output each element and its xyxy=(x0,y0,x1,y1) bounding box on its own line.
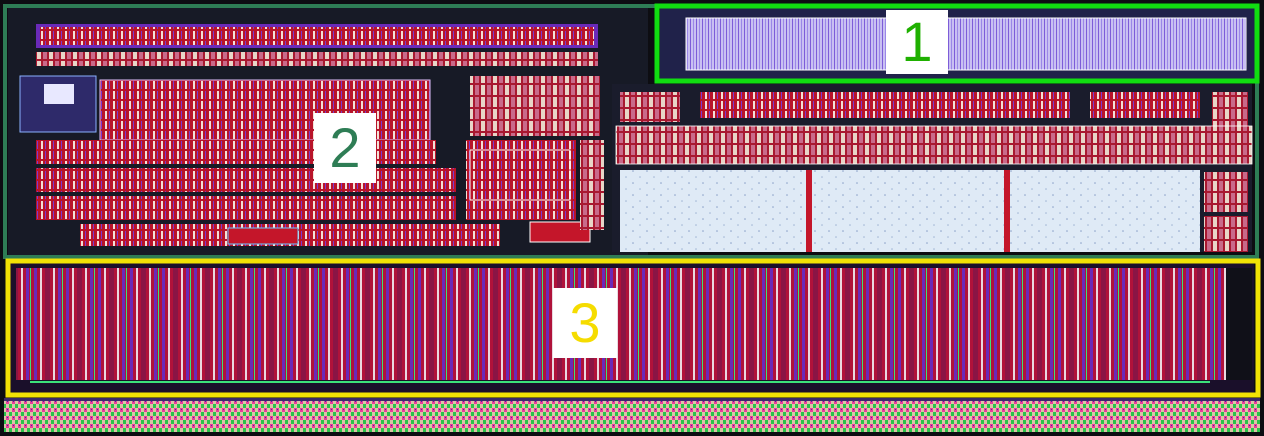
right-cell-row xyxy=(612,84,1253,252)
region-3-area xyxy=(10,262,1254,394)
region-1-area xyxy=(660,8,1256,80)
region-3-outline xyxy=(5,258,1261,398)
region-1-label: 1 xyxy=(886,10,948,74)
region-2-label: 2 xyxy=(314,113,376,183)
bottom-io-strip xyxy=(4,398,1260,432)
region-2-outline xyxy=(3,4,1259,259)
region-3-label: 3 xyxy=(553,288,617,358)
region-1-outline xyxy=(654,3,1260,84)
